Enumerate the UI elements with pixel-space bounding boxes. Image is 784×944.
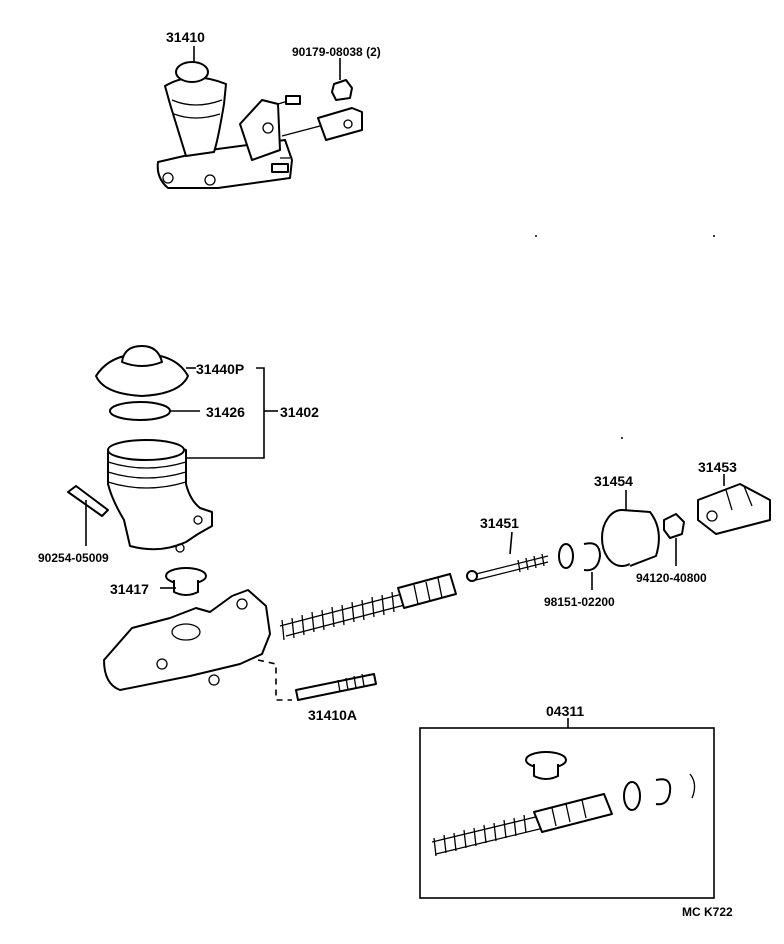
clevis-31453 bbox=[697, 483, 771, 535]
label-31426: 31426 bbox=[206, 404, 245, 420]
label-04311: 04311 bbox=[546, 703, 584, 719]
pin-90254-05009 bbox=[67, 485, 109, 517]
washer bbox=[558, 543, 574, 569]
label-31453: 31453 bbox=[698, 459, 737, 475]
kit-box-04311 bbox=[419, 727, 715, 899]
label-98151-02200: 98151-02200 bbox=[544, 595, 615, 609]
label-31417: 31417 bbox=[110, 581, 149, 597]
spring-piston-assembly bbox=[279, 573, 457, 641]
label-90254-05009: 90254-05009 bbox=[38, 551, 109, 565]
boot-31454 bbox=[601, 509, 660, 567]
push-rod-31451 bbox=[466, 553, 549, 582]
kit-contents bbox=[431, 751, 696, 857]
stud-31410a bbox=[295, 673, 377, 701]
nut-94120-40800 bbox=[663, 513, 685, 539]
reservoir-seal-31426 bbox=[109, 401, 171, 421]
cylinder-body bbox=[103, 589, 271, 691]
reservoir-cap-31440p bbox=[95, 345, 189, 397]
label-90179-08038: 90179-08038 (2) bbox=[292, 45, 381, 59]
footer-code: MC K722 bbox=[682, 905, 733, 919]
snap-ring-98151-02200 bbox=[583, 542, 601, 572]
plug-31417 bbox=[165, 567, 207, 596]
label-31410: 31410 bbox=[166, 29, 205, 45]
label-31402: 31402 bbox=[280, 404, 319, 420]
assembled-master-cylinder bbox=[156, 61, 363, 189]
reservoir-body bbox=[107, 439, 213, 553]
label-31454: 31454 bbox=[594, 473, 633, 489]
label-31440p: 31440P bbox=[196, 361, 244, 377]
label-94120-40800: 94120-40800 bbox=[636, 571, 707, 585]
label-31451: 31451 bbox=[480, 515, 519, 531]
label-31410a: 31410A bbox=[308, 707, 357, 723]
